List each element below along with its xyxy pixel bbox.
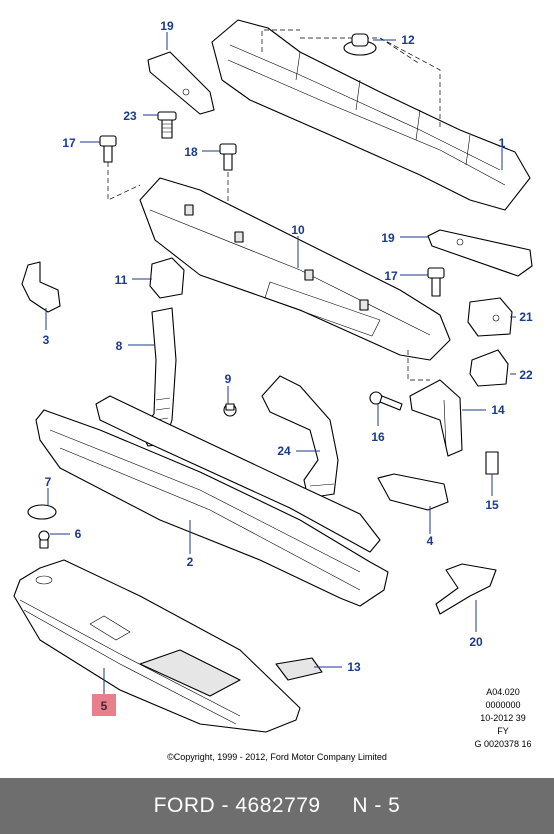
footer-part-number: 4682779	[235, 794, 321, 817]
part-11-duct-piece	[149, 257, 185, 299]
footer-separator: -	[221, 794, 230, 817]
part-17-bolt-upper-left	[99, 135, 141, 201]
part-13-pad	[275, 657, 323, 681]
part-6-clip	[38, 530, 50, 549]
callout-23[interactable]: 23	[123, 109, 137, 123]
ref-line-5: G 0020378 16	[474, 739, 532, 749]
callout-numbers: 19 23 12 1 17 18 10 19 17 11 21 3 8 22 9…	[43, 19, 533, 713]
part-number-footer: FORD - 4682779 N - 5	[0, 778, 554, 834]
callout-7[interactable]: 7	[45, 475, 52, 489]
part-18-bolt	[219, 143, 237, 230]
part-2-cross-member	[35, 395, 389, 607]
part-15-clip	[485, 451, 499, 475]
part-19-bracket-left	[147, 51, 215, 115]
callout-16[interactable]: 16	[371, 430, 385, 444]
callout-12[interactable]: 12	[401, 33, 415, 47]
callout-10[interactable]: 10	[291, 223, 305, 237]
footer-suffix: N - 5	[352, 794, 401, 817]
callout-18[interactable]: 18	[184, 145, 198, 159]
callout-8[interactable]: 8	[116, 339, 123, 353]
part-3-bracket	[21, 261, 61, 313]
part-14-bracket	[409, 379, 463, 457]
ref-line-4: FY	[497, 726, 509, 736]
part-9-clip	[223, 403, 237, 417]
part-23-bolt	[157, 111, 177, 139]
part-16-bolt	[369, 391, 403, 411]
callout-14[interactable]: 14	[491, 403, 505, 417]
part-1-cowl-upper	[211, 19, 531, 211]
callout-6[interactable]: 6	[75, 527, 82, 541]
callout-5[interactable]: 5	[101, 699, 108, 713]
callout-5-highlight	[92, 694, 116, 716]
callout-19-right[interactable]: 19	[381, 231, 395, 245]
callout-13[interactable]: 13	[347, 660, 361, 674]
callout-15[interactable]: 15	[485, 498, 499, 512]
parts-diagram: 19 23 12 1 17 18 10 19 17 11 21 3 8 22 9…	[13, 19, 533, 733]
part-21-block	[467, 297, 513, 337]
callout-4[interactable]: 4	[427, 534, 434, 548]
callout-19-left[interactable]: 19	[160, 19, 174, 33]
part-17-bolt-right	[427, 267, 445, 297]
part-5-scuttle-panel	[13, 559, 301, 733]
part-12-clip	[343, 33, 377, 56]
callout-17-left[interactable]: 17	[62, 136, 76, 150]
copyright-notice: ©Copyright, 1999 - 2012, Ford Motor Comp…	[167, 752, 387, 762]
callout-3[interactable]: 3	[43, 333, 50, 347]
callout-leaders	[45, 32, 516, 696]
part-22-block	[469, 349, 509, 387]
callout-22[interactable]: 22	[519, 368, 533, 382]
ref-line-3: 10-2012 39	[480, 713, 526, 723]
callout-11[interactable]: 11	[115, 273, 128, 287]
callout-9[interactable]: 9	[225, 372, 232, 386]
ref-line-2: 0000000	[485, 700, 521, 710]
callout-20[interactable]: 20	[469, 635, 483, 649]
footer-brand: FORD	[153, 794, 216, 817]
drawing-reference-block: A04.020 0000000 10-2012 39 FY G 0020378 …	[462, 686, 544, 751]
callout-21[interactable]: 21	[519, 310, 533, 324]
ref-line-1: A04.020	[486, 687, 520, 697]
callout-24[interactable]: 24	[277, 444, 291, 458]
callout-2[interactable]: 2	[187, 555, 194, 569]
part-10-cowl-lower	[139, 177, 451, 381]
part-19-bracket-right	[427, 229, 533, 277]
part-7-cap	[27, 504, 57, 520]
part-20-bracket	[435, 563, 497, 615]
callout-1[interactable]: 1	[499, 136, 506, 150]
callout-17-right[interactable]: 17	[384, 269, 398, 283]
part-4-bracket	[377, 473, 449, 511]
